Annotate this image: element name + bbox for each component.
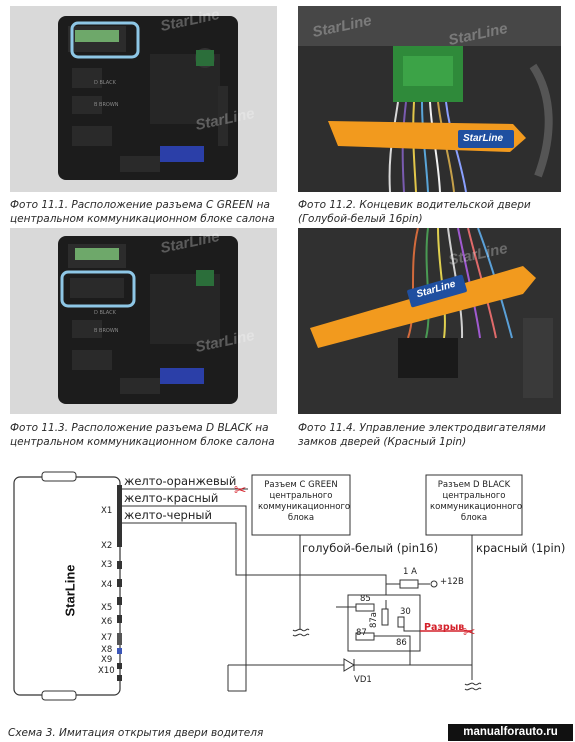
ground-symbol — [292, 628, 482, 691]
relay-pin-85: 85 — [360, 594, 371, 604]
connector-x2: X2 — [101, 541, 113, 551]
connector-x4: X4 — [101, 580, 113, 590]
connector-x1: X1 — [101, 506, 113, 516]
fuse-label: 1 A — [403, 567, 417, 577]
tool-brand-text: StarLine — [463, 133, 504, 144]
control-unit-image — [10, 228, 277, 414]
photo-11-1-caption: Фото 11.1. Расположение разъема C GREEN … — [10, 199, 275, 225]
relay-pin-87: 87 — [356, 628, 367, 638]
photo-11-3: StarLine StarLine D BLACK B BROWN — [10, 228, 277, 414]
unit-brand: StarLine — [62, 564, 78, 617]
break-label: Разрыв — [424, 622, 465, 633]
wiring-diagram-lines — [13, 471, 523, 701]
wire-yellow-black: желто-черный — [124, 508, 212, 522]
connector-c-box: Разъем C GREEN центрального коммуникацио… — [258, 480, 351, 523]
photo-11-4: StarLine StarLine — [298, 228, 561, 414]
scissors-icon: ✂ — [234, 481, 247, 499]
scissors-icon: ✂ — [463, 623, 476, 641]
relay-pin-86: 86 — [396, 638, 407, 648]
connector-label-b-brown: B BROWN — [94, 102, 119, 108]
photo-11-2: StarLine StarLine StarLine — [298, 6, 561, 192]
wire-yellow-orange: желто-оранжевый — [124, 474, 237, 488]
door-lock-wiring-image — [298, 228, 561, 414]
wire-yellow-red: желто-красный — [124, 491, 219, 505]
relay-pin-87a: 87a — [369, 611, 380, 629]
photo-11-3-caption: Фото 11.3. Расположение разъема D BLACK … — [10, 422, 275, 448]
wire-red: красный (1pin) — [476, 541, 566, 555]
wiring-diagram: ✂ ✂ StarLine X1 X2 X3 X4 X5 X6 X7 X8 X9 … — [0, 455, 575, 740]
connector-x3: X3 — [101, 560, 113, 570]
connector-x8: X8 — [101, 645, 113, 655]
connector-label-d-black: D BLACK — [94, 80, 116, 86]
connector-x7: X7 — [101, 633, 113, 643]
connector-label-d-black: D BLACK — [94, 310, 116, 316]
schema-caption: Схема 3. Имитация открытия двери водител… — [8, 727, 264, 739]
control-unit-image — [10, 6, 277, 192]
connector-label-b-brown: B BROWN — [94, 328, 119, 334]
site-watermark[interactable]: manualforauto.ru — [448, 724, 573, 741]
power-label: +12В — [440, 577, 464, 587]
door-switch-image — [298, 6, 561, 192]
connector-x6: X6 — [101, 617, 113, 627]
wire-blue-white: голубой-белый (pin16) — [302, 541, 439, 555]
connector-x9: X9 — [101, 655, 113, 665]
photo-11-1: StarLine StarLine D BLACK B BROWN — [10, 6, 277, 192]
photo-11-2-caption: Фото 11.2. Концевик водительской двери (… — [298, 199, 531, 225]
connector-x5: X5 — [101, 603, 113, 613]
diode-label: VD1 — [354, 675, 372, 685]
photo-11-4-caption: Фото 11.4. Управление электродвигателями… — [298, 422, 546, 448]
connector-d-box: Разъем D BLACK центрального коммуникацио… — [430, 480, 523, 523]
connector-x10: X10 — [98, 666, 115, 676]
relay-pin-30: 30 — [400, 607, 411, 617]
